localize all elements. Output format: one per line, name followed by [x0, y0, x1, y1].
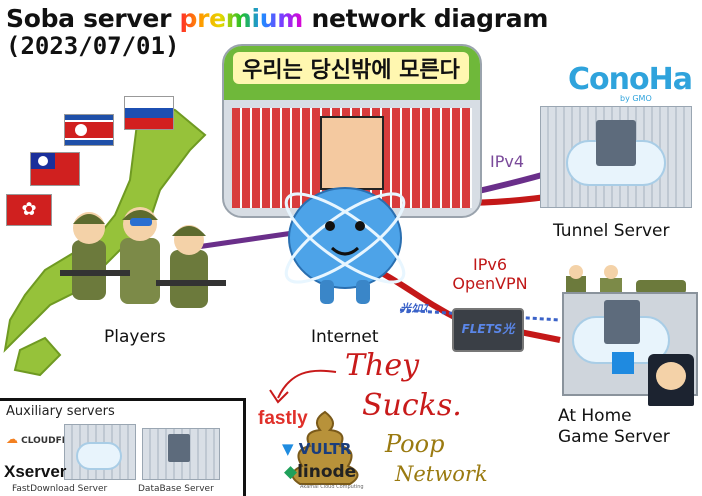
windows-icon	[612, 352, 634, 374]
home-user-icon	[648, 354, 694, 406]
tunnel-server-icon	[596, 120, 636, 166]
annotation-poop: Poop	[385, 430, 445, 458]
banner-text: 우리는 당신밖에 모른다	[233, 52, 469, 84]
ipv6-label-line2: OpenVPN	[452, 274, 528, 293]
linode-label: linode	[297, 462, 357, 482]
vultr-label: VULTR	[298, 440, 352, 458]
linode-mark-icon: ◆	[284, 462, 298, 482]
taiwan-flag-icon	[30, 152, 80, 186]
fastdownload-label: FastDownload Server	[12, 484, 108, 494]
flets-small-label: 光ｸﾛｽ	[400, 302, 428, 315]
home-server-label-line2: Game Server	[558, 427, 670, 447]
title-suffix: network diagram	[303, 4, 549, 33]
fastly-logo: fastly	[258, 408, 308, 429]
linode-sub-label: Akamai Cloud Computing	[300, 484, 364, 490]
database-server-icon	[168, 434, 190, 462]
annotation-sucks: Sucks.	[362, 388, 462, 423]
ipv6-label: IPv6 OpenVPN	[442, 255, 538, 293]
players-link-line	[189, 229, 301, 251]
home-server-icon	[604, 300, 640, 344]
xserver-logo: Xserver	[4, 462, 67, 481]
cloudflare-logo: ☁ CLOUDFLARE	[6, 432, 88, 446]
annotation-arrow-line	[277, 369, 337, 399]
vultr-logo: ▼ VULTR	[282, 440, 351, 458]
annotation-arrow-head	[269, 389, 289, 404]
annotation-network: Network	[395, 462, 488, 486]
auxiliary-title: Auxiliary servers	[6, 404, 115, 419]
home-server-label: At Home Game Server	[558, 406, 670, 448]
soldiers-icon	[60, 207, 226, 308]
title-highlight: premium	[179, 4, 304, 33]
poop-icon	[291, 410, 359, 485]
conoha-sub-label: by GMO	[620, 94, 652, 103]
fastdownload-cloud-icon	[76, 442, 122, 470]
russia-flag-icon	[124, 96, 174, 130]
mosaic-face	[320, 116, 384, 190]
cloudflare-label: CLOUDFLARE	[21, 436, 88, 446]
flets-tunnel-box: FLETS光	[452, 308, 524, 352]
players-label: Players	[104, 327, 166, 347]
internet-label: Internet	[311, 327, 379, 347]
ipv6-label-line1: IPv6	[472, 255, 507, 274]
soldiers-small-icon	[566, 265, 686, 296]
flets-label: FLETS光	[461, 322, 515, 336]
database-label: DataBase Server	[138, 484, 214, 494]
vultr-mark-icon: ▼	[282, 440, 299, 458]
diagram-date: (2023/07/01)	[6, 32, 180, 60]
diagram-title: Soba server premium network diagram	[6, 4, 548, 33]
cloudflare-cloud-icon: ☁	[6, 432, 18, 446]
home-server-label-line1: At Home	[558, 406, 632, 426]
north-korea-flag-icon	[64, 114, 114, 146]
linode-logo: ◆linode	[284, 462, 356, 482]
annotation-they: They	[345, 348, 420, 383]
tunnel-server-label: Tunnel Server	[553, 221, 670, 241]
conoha-logo: ConoHa	[568, 62, 693, 97]
ipv4-label: IPv4	[490, 152, 525, 171]
hong-kong-flag-icon: ✿	[6, 194, 52, 226]
internet-globe-icon	[284, 187, 406, 304]
japan-map-icon	[3, 98, 207, 377]
title-prefix: Soba server	[6, 4, 180, 33]
